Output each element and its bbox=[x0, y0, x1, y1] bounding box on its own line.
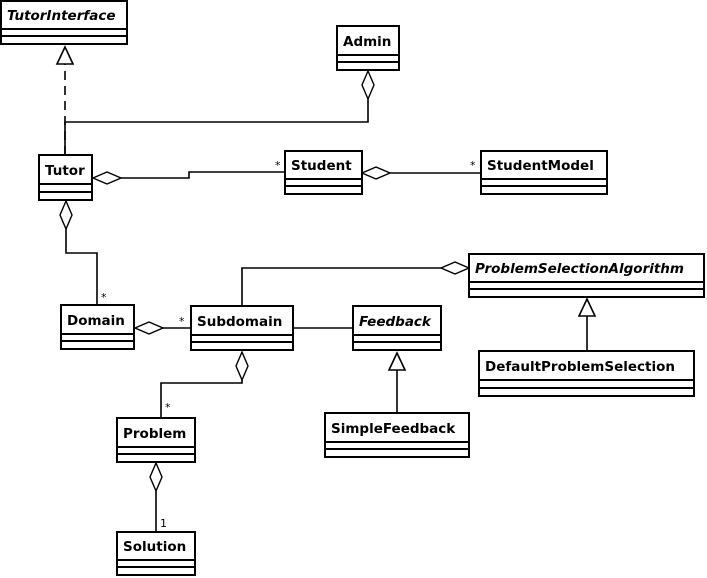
class-name: Problem bbox=[123, 426, 186, 442]
class-student: Student bbox=[284, 150, 363, 195]
class-name: Domain bbox=[67, 313, 125, 329]
class-name: Admin bbox=[343, 34, 391, 50]
class-tutor: Tutor bbox=[38, 154, 93, 201]
aggregation-diamond-icon bbox=[59, 199, 73, 231]
class-domain: Domain bbox=[60, 304, 135, 350]
edges bbox=[55, 45, 597, 531]
multiplicity-problem-solution: 1 bbox=[160, 517, 167, 530]
class-name: Tutor bbox=[45, 163, 85, 179]
class-subdomain: Subdomain bbox=[190, 305, 294, 351]
edge-tutor-student bbox=[121, 171, 285, 179]
class-tutorinterface: TutorInterface bbox=[0, 0, 128, 45]
multiplicity-subdomain-problem: * bbox=[165, 401, 171, 414]
class-solution: Solution bbox=[116, 531, 196, 576]
multiplicity-domain-subdomain: * bbox=[179, 315, 185, 328]
class-problem: Problem bbox=[116, 417, 196, 463]
realization-arrowhead-icon bbox=[55, 45, 75, 65]
class-problemselectionalgorithm: ProblemSelectionAlgorithm bbox=[468, 253, 705, 298]
multiplicities: * * * * * 1 bbox=[101, 159, 476, 530]
class-name: Feedback bbox=[359, 314, 432, 330]
class-name: StudentModel bbox=[487, 158, 594, 174]
class-name: ProblemSelectionAlgorithm bbox=[475, 261, 684, 277]
aggregation-diamond-icon bbox=[149, 461, 163, 493]
edge-tutor-domain bbox=[65, 229, 98, 304]
edge-psa-subdomain bbox=[241, 267, 441, 306]
multiplicity-student-studentmodel: * bbox=[470, 159, 476, 172]
aggregation-diamond-icon bbox=[361, 69, 375, 101]
aggregation-diamond-icon bbox=[235, 350, 249, 382]
aggregation-diamond-icon bbox=[360, 166, 392, 180]
class-name: Subdomain bbox=[197, 314, 282, 330]
class-name: DefaultProblemSelection bbox=[485, 359, 675, 375]
edge-admin-tutor bbox=[64, 99, 369, 155]
aggregation-diamond-icon bbox=[91, 171, 123, 185]
class-admin: Admin bbox=[336, 25, 400, 71]
class-name: TutorInterface bbox=[7, 8, 116, 24]
class-studentmodel: StudentModel bbox=[480, 150, 608, 195]
class-name: SimpleFeedback bbox=[331, 421, 456, 437]
multiplicity-tutor-student: * bbox=[275, 159, 281, 172]
class-defaultproblemselection: DefaultProblemSelection bbox=[478, 350, 695, 397]
generalization-arrowhead-icon bbox=[577, 297, 597, 317]
aggregation-diamond-icon bbox=[133, 321, 165, 335]
class-name: Student bbox=[291, 158, 352, 174]
class-simplefeedback: SimpleFeedback bbox=[324, 412, 470, 458]
class-name: Solution bbox=[123, 539, 186, 555]
edge-subdomain-problem bbox=[160, 380, 243, 417]
generalization-arrowhead-icon bbox=[387, 351, 407, 371]
aggregation-diamond-icon bbox=[439, 261, 471, 275]
class-feedback: Feedback bbox=[352, 305, 442, 351]
multiplicity-tutor-domain: * bbox=[101, 291, 107, 304]
